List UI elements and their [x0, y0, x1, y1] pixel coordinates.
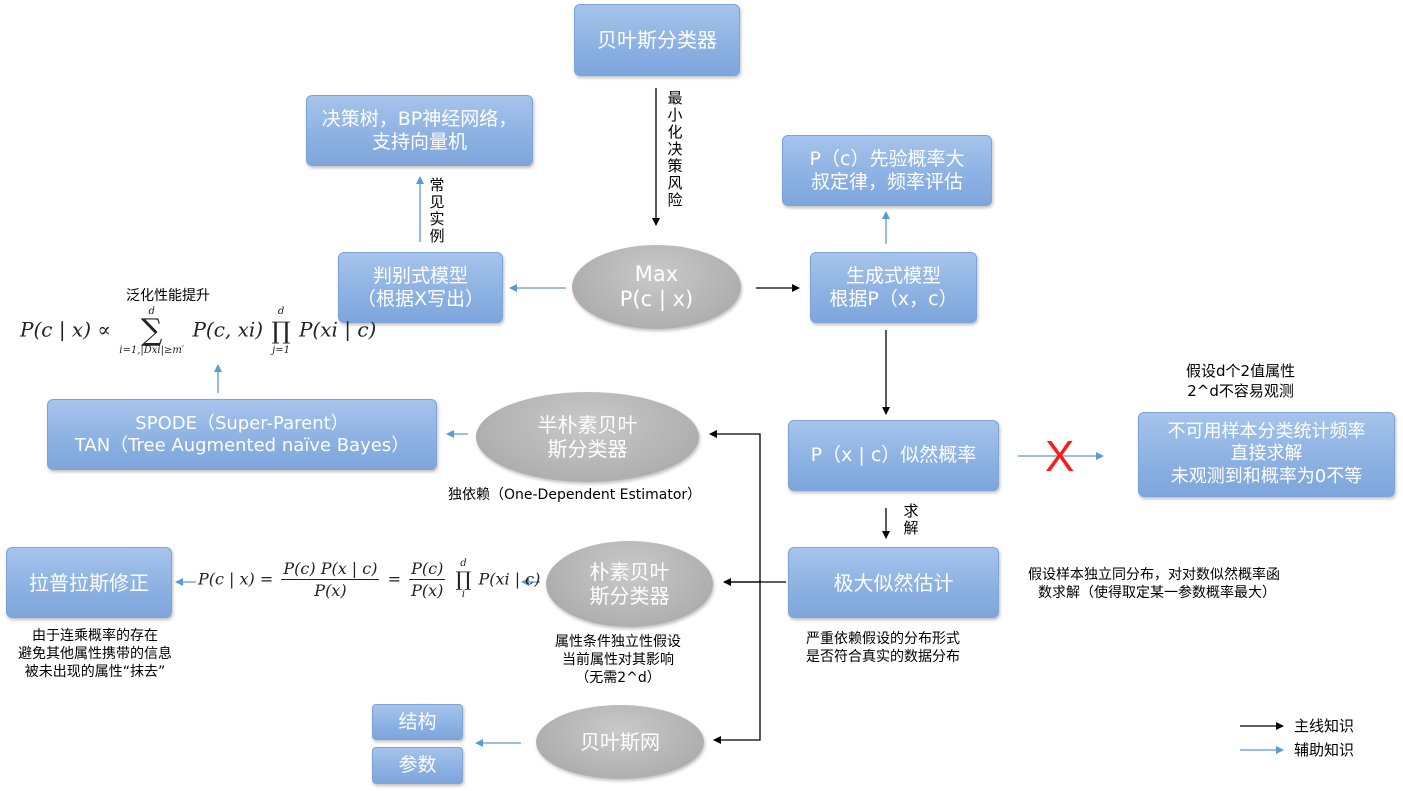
semi-formula-term1: P(c, xi) [192, 317, 264, 342]
cannot-use-line-1: 不可用样本分类统计频率 [1167, 420, 1366, 442]
naive-f2-num: P(c) [409, 558, 446, 580]
generative-line-2: 根据P（x，c） [829, 287, 958, 310]
semi-formula-term2: P(xi | c) [298, 317, 377, 342]
x-mark: X [1045, 432, 1075, 481]
legend-aux-label: 辅助知识 [1294, 741, 1355, 759]
d-binary-line-2: 2^d不容易观测 [1187, 382, 1294, 400]
solve-label: 求解 [903, 502, 919, 537]
laplace-reason-line-3: 被未出现的属性“抹去” [24, 664, 166, 680]
naive-assumption-line-1: 属性条件独立性假设 [555, 634, 681, 650]
sum-top: d [148, 306, 155, 317]
naive-prod-top: d [460, 558, 467, 569]
laplace-node: 拉普拉斯修正 [6, 547, 172, 618]
bayes-net-ellipse: 贝叶斯网 [536, 705, 704, 779]
laplace-reason-line-2: 避免其他属性携带的信息 [18, 646, 172, 662]
laplace-reason-note: 由于连乘概率的存在 避免其他属性携带的信息 被未出现的属性“抹去” [0, 627, 190, 681]
spode-tan-node: SPODE（Super-Parent） TAN（Tree Augmented n… [47, 399, 437, 470]
max-label: Max [634, 261, 679, 286]
examples-node: 决策树，BP神经网络， 支持向量机 [306, 95, 533, 166]
mle-node: 极大似然估计 [788, 547, 999, 618]
prior-node: P（c）先验概率大 叔定律，频率评估 [782, 135, 992, 206]
prod-bottom: j=1 [272, 345, 290, 356]
iid-line-2: 数求解（使得取定某一参数概率最大） [1038, 585, 1276, 601]
naive-formula-lhs: P(c | x) = [198, 569, 274, 589]
cannot-use-node: 不可用样本分类统计频率 直接求解 未观测到和概率为0不等 [1138, 412, 1395, 497]
laplace-reason-line-1: 由于连乘概率的存在 [32, 628, 158, 644]
cannot-use-line-2: 直接求解 [1230, 443, 1303, 465]
naive-f1-num: P(c) P(x | c) [281, 558, 380, 580]
sum-symbol: ∑ [140, 313, 163, 348]
examples-line-2: 支持向量机 [371, 130, 467, 153]
d-binary-note: 假设d个2值属性 2^d不容易观测 [1186, 361, 1295, 401]
params-label: 参数 [398, 754, 437, 777]
prod-operator: d ∏ j=1 [271, 306, 290, 356]
prior-line-1: P（c）先验概率大 [809, 147, 965, 170]
arrow-bus-to-bayesnet [713, 580, 761, 744]
structure-label: 结构 [398, 710, 437, 733]
naive-assumption-note: 属性条件独立性假设 当前属性对其影响 （无需2^d） [555, 633, 681, 687]
d-binary-line-1: 假设d个2值属性 [1186, 362, 1296, 380]
naive-f1-den: P(x) [314, 580, 347, 600]
mle-depends-note: 严重依赖假设的分布形式 是否符合真实的数据分布 [806, 630, 960, 666]
naive-line-1: 朴素贝叶 [589, 560, 670, 584]
iid-line-1: 假设样本独立同分布，对对数似然概率函 [1028, 567, 1280, 583]
likelihood-label: P（x | c）似然概率 [810, 444, 977, 467]
semi-naive-formula: P(c | x) ∝ d ∑ i=1,|Dxi|≥m′ P(c, xi) d ∏… [20, 306, 376, 356]
mle-label: 极大似然估计 [833, 570, 954, 595]
prod-symbol: ∏ [271, 317, 291, 345]
bayes-net-label: 贝叶斯网 [580, 730, 660, 754]
arrow-naive-bus [709, 430, 761, 583]
semi-naive-line-2: 斯分类器 [547, 437, 628, 461]
naive-prod-operator: d ∏ i [455, 558, 471, 600]
bayes-classifier-label: 贝叶斯分类器 [597, 28, 717, 52]
prior-line-2: 叔定律，频率评估 [810, 170, 963, 193]
naive-fraction-2: P(c) P(x) [409, 558, 446, 600]
generative-line-1: 生成式模型 [845, 264, 941, 287]
naive-formula-term: P(xi | c) [478, 569, 541, 589]
discriminative-line-1: 判别式模型 [372, 264, 468, 287]
common-examples-label: 常见实例 [429, 176, 445, 245]
laplace-label: 拉普拉斯修正 [29, 570, 149, 595]
naive-line-2: 斯分类器 [589, 584, 670, 608]
sum-bottom: i=1,|Dxi|≥m′ [119, 345, 185, 356]
mle-depends-line-2: 是否符合真实的数据分布 [806, 649, 960, 665]
iid-assumption-note: 假设样本独立同分布，对对数似然概率函 数求解（使得取定某一参数概率最大） [1028, 566, 1280, 602]
generalization-label: 泛化性能提升 [126, 288, 210, 304]
naive-f2-den: P(x) [411, 580, 444, 600]
naive-assumption-line-3: （无需2^d） [575, 670, 661, 686]
params-node: 参数 [372, 747, 463, 784]
prod-top: d [277, 306, 285, 317]
min-risk-label: 最小化决策风险 [667, 89, 683, 209]
discriminative-node: 判别式模型 （根据X写出） [338, 252, 503, 323]
naive-formula: P(c | x) = P(c) P(x | c) P(x) = P(c) P(x… [198, 558, 540, 600]
generative-node: 生成式模型 根据P（x，c） [810, 252, 977, 323]
naive-fraction-1: P(c) P(x | c) P(x) [281, 558, 380, 600]
semi-naive-ellipse: 半朴素贝叶 斯分类器 [476, 392, 699, 482]
tan-line: TAN（Tree Augmented naïve Bayes） [74, 434, 410, 456]
bayes-classifier-node: 贝叶斯分类器 [574, 4, 740, 76]
naive-eq: = [387, 569, 401, 589]
sum-operator: d ∑ i=1,|Dxi|≥m′ [119, 306, 184, 356]
spode-line: SPODE（Super-Parent） [135, 412, 349, 434]
posterior-label: P(c | x) [619, 287, 694, 311]
naive-prod-symbol: ∏ [455, 567, 472, 591]
max-posterior-ellipse: Max P(c | x) [572, 245, 741, 329]
discriminative-line-2: （根据X写出） [356, 287, 485, 310]
naive-bayes-ellipse: 朴素贝叶 斯分类器 [546, 541, 713, 627]
examples-line-1: 决策树，BP神经网络， [321, 107, 518, 130]
cannot-use-line-3: 未观测到和概率为0不等 [1170, 465, 1363, 487]
structure-node: 结构 [372, 704, 463, 740]
likelihood-node: P（x | c）似然概率 [788, 420, 999, 491]
one-dependent-label: 独依赖（One-Dependent Estimator） [448, 487, 702, 503]
semi-formula-lhs: P(c | x) ∝ [20, 317, 111, 342]
mle-depends-line-1: 严重依赖假设的分布形式 [806, 631, 960, 647]
semi-naive-line-1: 半朴素贝叶 [537, 413, 638, 437]
naive-prod-bottom: i [461, 589, 466, 600]
legend-main-label: 主线知识 [1294, 717, 1355, 735]
naive-assumption-line-2: 当前属性对其影响 [562, 652, 674, 668]
